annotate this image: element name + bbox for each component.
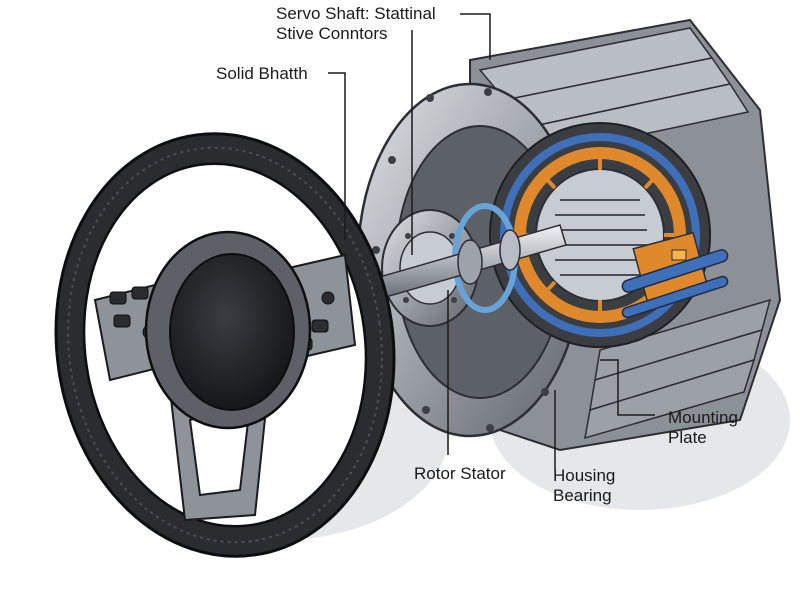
label-rotor-stator: Rotor Stator (414, 464, 506, 483)
motor-housing (356, 18, 782, 452)
label-solid-shaft: Solid Bhatth (216, 64, 308, 83)
label-mounting-plate: Mounting Plate (668, 408, 738, 447)
steering-wheel (54, 132, 396, 558)
bottom-fins (584, 298, 772, 440)
label-housing-bearing: Housing Bearing (553, 466, 616, 505)
leader-lines (328, 13, 655, 470)
rotor-laminations (553, 199, 647, 276)
label-servo-shaft: Servo Shaft: Stattinal Stive Conntors (276, 4, 436, 43)
